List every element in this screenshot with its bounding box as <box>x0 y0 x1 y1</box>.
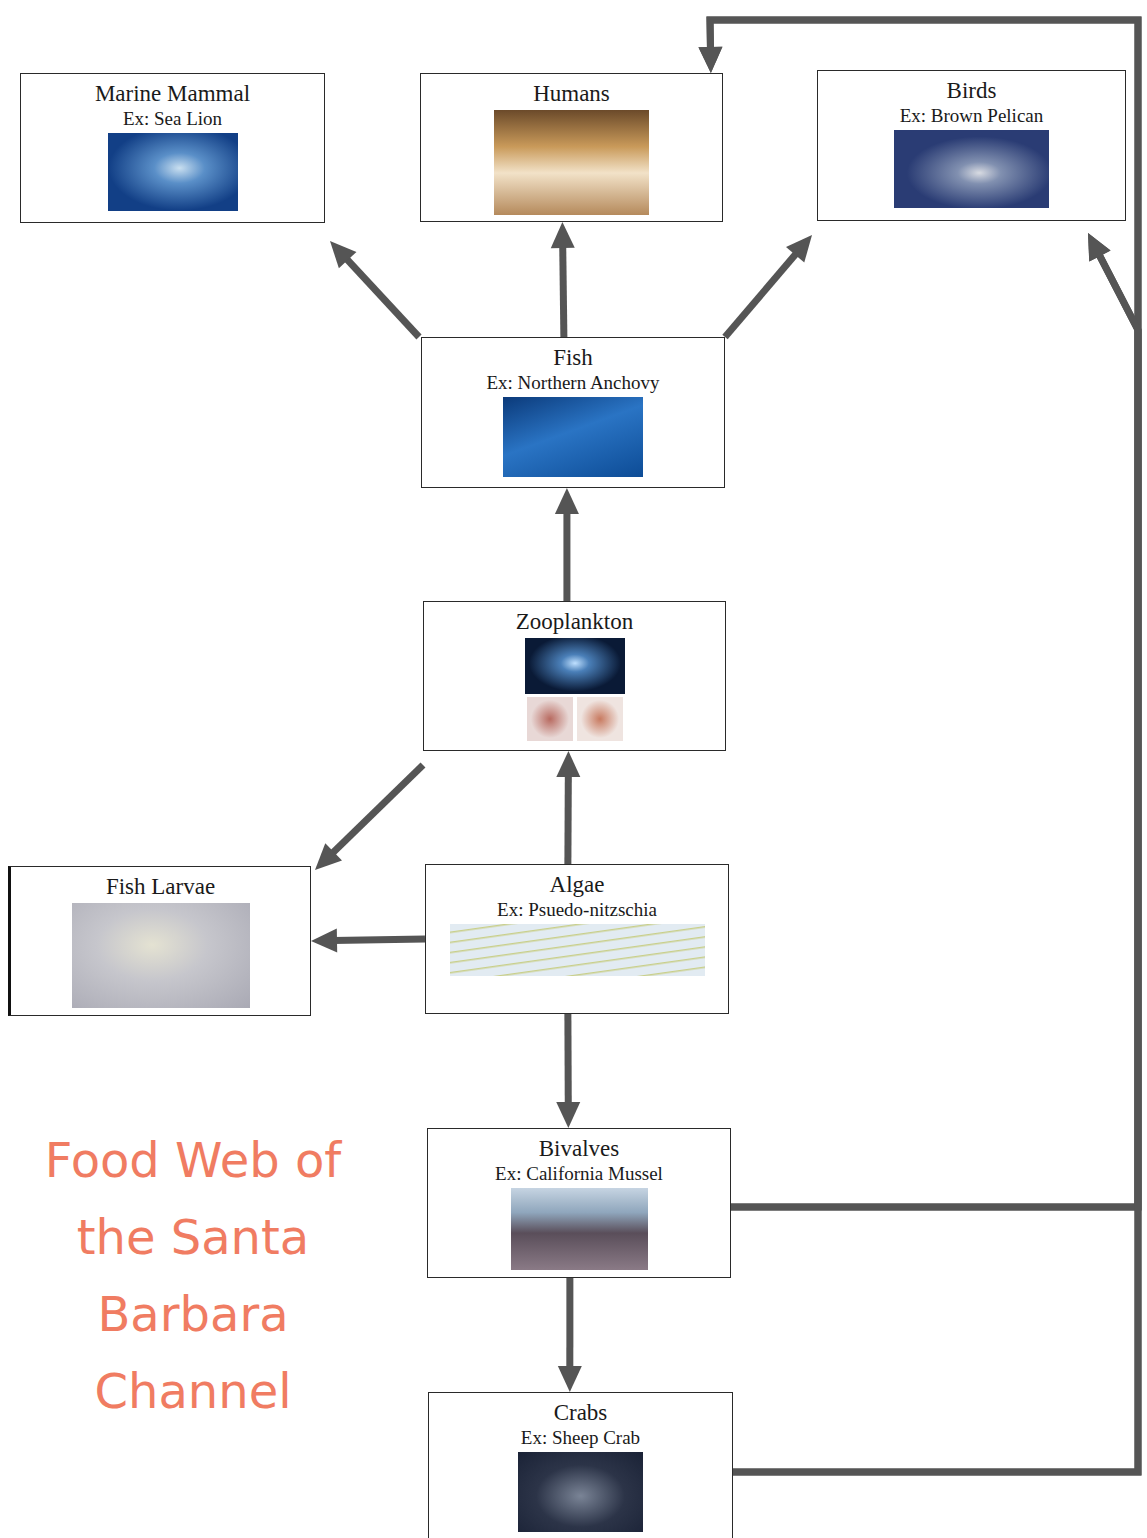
organism-photo <box>72 903 250 1008</box>
organism-photo <box>450 924 705 976</box>
photo-row <box>818 130 1125 208</box>
organism-photo <box>577 697 623 741</box>
organism-name: Crabs <box>429 1399 732 1426</box>
example-species: Ex: Sea Lion <box>21 107 324 130</box>
feeding-arrow <box>731 233 1138 1207</box>
organism-box: Humans <box>420 73 723 222</box>
organism-box: Marine MammalEx: Sea Lion <box>20 73 325 223</box>
photo-row <box>424 697 725 741</box>
organism-name: Zooplankton <box>424 608 725 635</box>
organism-box: CrabsEx: Sheep Crab <box>428 1392 733 1538</box>
organism-name: Fish Larvae <box>11 873 310 900</box>
organism-box: Fish Larvae <box>8 866 311 1016</box>
feeding-arrow <box>733 233 1138 1472</box>
feeding-arrow <box>558 1278 582 1392</box>
organism-photo <box>525 638 625 694</box>
feeding-arrow <box>556 751 580 864</box>
organism-box: FishEx: Northern Anchovy <box>421 337 725 488</box>
photo-row <box>21 133 324 211</box>
feeding-arrow <box>556 1014 580 1128</box>
photo-row <box>422 397 724 477</box>
example-species: Ex: Sheep Crab <box>429 1426 732 1449</box>
feeding-arrow <box>725 235 812 337</box>
feeding-arrow <box>311 929 425 953</box>
photo-row <box>424 638 725 694</box>
organism-name: Bivalves <box>428 1135 730 1162</box>
example-species: Ex: Northern Anchovy <box>422 371 724 394</box>
photo-row <box>429 1452 732 1532</box>
feeding-arrow <box>551 222 575 337</box>
feeding-arrow <box>555 488 579 601</box>
organism-photo <box>108 133 238 211</box>
organism-photo <box>494 110 649 215</box>
photo-row <box>426 924 728 976</box>
example-species: Ex: Brown Pelican <box>818 104 1125 127</box>
organism-box: Zooplankton <box>423 601 726 751</box>
organism-photo <box>503 397 643 477</box>
photo-row <box>11 903 310 1008</box>
diagram-title: Food Web of the Santa Barbara Channel <box>8 1122 378 1430</box>
organism-photo <box>527 697 573 741</box>
feeding-arrow <box>315 765 423 870</box>
organism-name: Fish <box>422 344 724 371</box>
organism-box: BirdsEx: Brown Pelican <box>817 70 1126 221</box>
organism-photo <box>894 130 1049 208</box>
organism-name: Birds <box>818 77 1125 104</box>
example-species: Ex: California Mussel <box>428 1162 730 1185</box>
organism-photo <box>518 1452 643 1532</box>
organism-box: BivalvesEx: California Mussel <box>427 1128 731 1278</box>
photo-row <box>428 1188 730 1270</box>
organism-name: Humans <box>421 80 722 107</box>
feeding-arrow <box>330 241 419 337</box>
organism-box: AlgaeEx: Psuedo-nitzschia <box>425 864 729 1014</box>
organism-name: Algae <box>426 871 728 898</box>
photo-row <box>421 110 722 215</box>
organism-name: Marine Mammal <box>21 80 324 107</box>
example-species: Ex: Psuedo-nitzschia <box>426 898 728 921</box>
feeding-arrow <box>698 20 1138 1207</box>
feeding-arrow <box>698 20 1138 1472</box>
organism-photo <box>511 1188 648 1270</box>
